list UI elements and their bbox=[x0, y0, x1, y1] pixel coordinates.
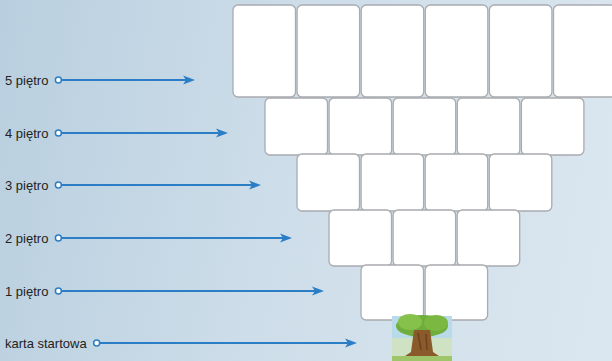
floor-label: 3 piętro bbox=[5, 178, 48, 193]
card-slot bbox=[521, 98, 584, 155]
floor-label: 1 piętro bbox=[5, 284, 48, 299]
arrow-line bbox=[61, 132, 219, 134]
card-slot bbox=[393, 210, 456, 266]
card-slot bbox=[425, 265, 488, 320]
card-slot bbox=[457, 98, 520, 155]
arrow-dot bbox=[94, 340, 100, 346]
arrow-dot bbox=[55, 288, 61, 294]
arrow-line bbox=[100, 342, 348, 344]
card-slot bbox=[361, 154, 424, 211]
arrow-dot bbox=[55, 235, 61, 241]
card-slot bbox=[489, 154, 552, 211]
arrow-head bbox=[312, 287, 324, 296]
arrow-line bbox=[61, 184, 252, 186]
card-slot bbox=[393, 98, 456, 155]
arrow-dot bbox=[55, 130, 61, 136]
card-slot bbox=[329, 98, 392, 155]
floor-label-wrap: 3 piętro bbox=[5, 176, 48, 194]
leader-arrows bbox=[55, 76, 357, 348]
floor-label-wrap: 5 piętro bbox=[5, 71, 48, 89]
floor-label-wrap: 1 piętro bbox=[5, 282, 48, 300]
floor-label-wrap: 2 piętro bbox=[5, 229, 48, 247]
card-slot bbox=[297, 5, 360, 97]
card-slot bbox=[265, 98, 328, 155]
card-slot bbox=[361, 5, 424, 97]
arrow-head bbox=[345, 339, 357, 348]
arrow-head bbox=[280, 234, 292, 243]
card-slot bbox=[489, 5, 552, 97]
floor-label: 2 piętro bbox=[5, 231, 48, 246]
arrow-head bbox=[183, 76, 195, 85]
floor-label: karta startowa bbox=[5, 336, 87, 351]
card-slot bbox=[329, 210, 392, 266]
arrow-dot bbox=[55, 182, 61, 188]
card-slot bbox=[425, 5, 488, 97]
start-card-picture bbox=[392, 314, 452, 361]
card-slot bbox=[554, 5, 612, 97]
floor-label: 4 piętro bbox=[5, 126, 48, 141]
card-slot bbox=[425, 154, 488, 211]
arrow-dot bbox=[55, 77, 61, 83]
arrow-head bbox=[249, 181, 261, 190]
card-slot bbox=[457, 210, 520, 266]
floor-label-wrap: 4 piętro bbox=[5, 124, 48, 142]
card-slots bbox=[233, 5, 612, 320]
card-slot bbox=[233, 5, 296, 97]
arrow-line bbox=[61, 237, 283, 239]
card-slot bbox=[361, 265, 424, 320]
floor-label: 5 piętro bbox=[5, 73, 48, 88]
floor-label-wrap: karta startowa bbox=[5, 334, 87, 352]
arrow-line bbox=[61, 290, 315, 292]
card-slot bbox=[297, 154, 360, 211]
arrow-line bbox=[61, 79, 186, 81]
arrow-head bbox=[216, 129, 228, 138]
